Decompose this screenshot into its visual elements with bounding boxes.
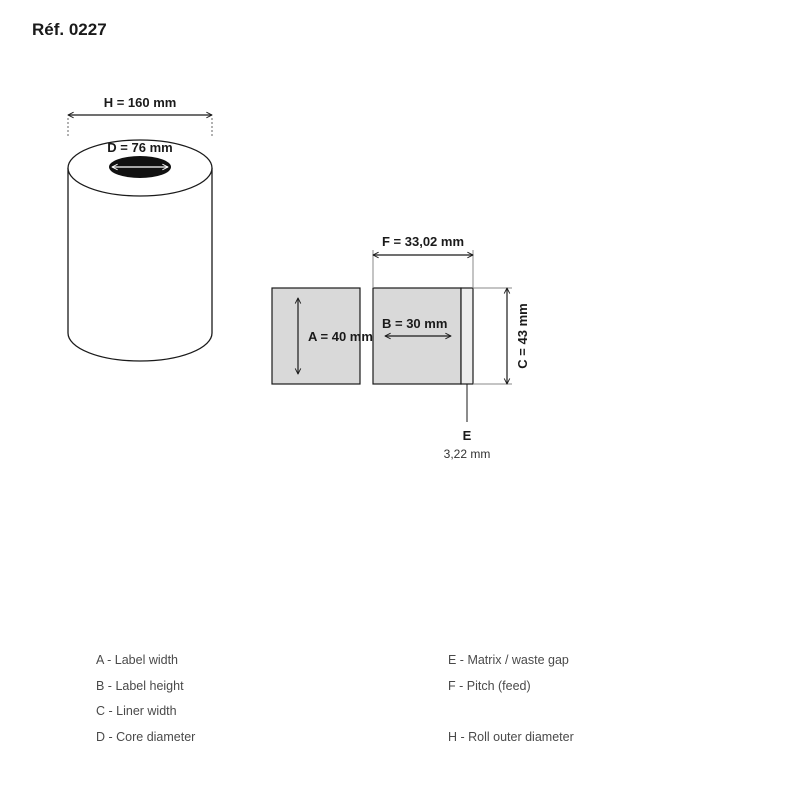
label-left <box>271 287 361 385</box>
roll-cylinder: D = 76 mm <box>67 139 213 362</box>
outer-diameter-dimension: H = 160 mm <box>68 95 212 136</box>
liner-width-dimension: C = 43 mm <box>473 288 530 384</box>
legend-item-f: F - Pitch (feed) <box>448 679 531 693</box>
liner-width-label: C = 43 mm <box>515 303 530 368</box>
legend-item-h: H - Roll outer diameter <box>448 730 574 744</box>
outer-diameter-label: H = 160 mm <box>104 95 177 110</box>
roll-body <box>67 168 213 362</box>
core-diameter-label: D = 76 mm <box>107 140 172 155</box>
legend-item-a: A - Label width <box>96 653 178 667</box>
pitch-label: F = 33,02 mm <box>382 234 464 249</box>
pitch-dimension: F = 33,02 mm <box>373 234 473 288</box>
gap-value: 3,22 mm <box>444 447 491 461</box>
gap-callout: E 3,22 mm <box>444 384 491 461</box>
legend-item-b: B - Label height <box>96 679 184 693</box>
gap-letter: E <box>463 428 472 443</box>
matrix-gap <box>460 287 474 385</box>
legend-item-c: C - Liner width <box>96 704 177 718</box>
legend-item-d: D - Core diameter <box>96 730 196 744</box>
label-height-label: B = 30 mm <box>382 316 447 331</box>
legend-item-e: E - Matrix / waste gap <box>448 653 569 667</box>
label-width-label: A = 40 mm <box>308 329 373 344</box>
reference-title: Réf. 0227 <box>32 20 107 39</box>
